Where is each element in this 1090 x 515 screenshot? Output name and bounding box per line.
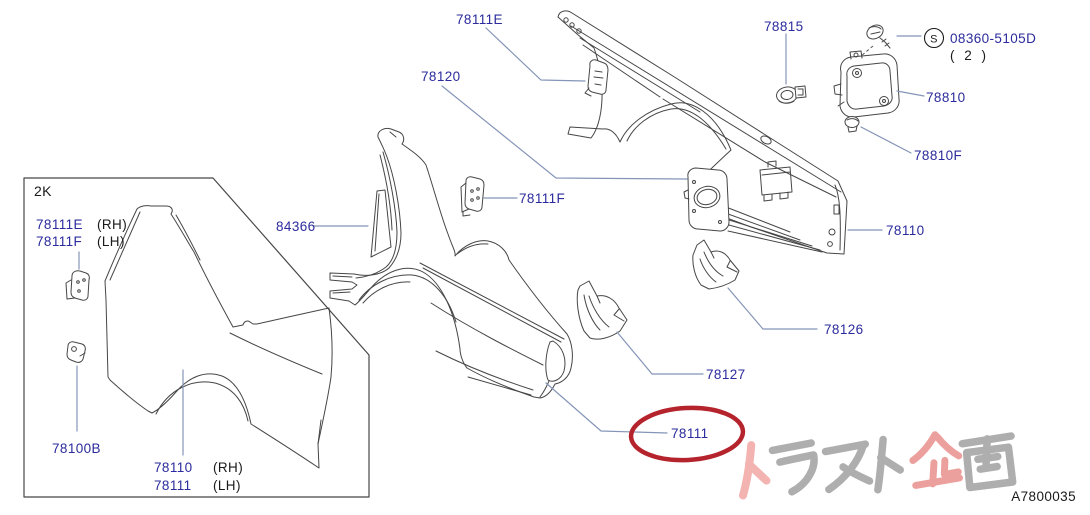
clamp-78815-drawing	[776, 85, 807, 104]
shop-watermark: トラスト企画	[738, 431, 1017, 500]
drawing-code: A7800035	[1011, 489, 1076, 504]
part-label-78120: 78120	[421, 69, 461, 84]
part-label-78810: 78810	[926, 90, 966, 105]
inset-tag-2k: 2K	[34, 183, 52, 199]
inset-fender-drawing	[104, 205, 333, 469]
part-label-78110: 78110	[886, 223, 925, 238]
inset-box-2k	[23, 177, 370, 498]
screw-spec-callout: S 08360-5105D ( 2 )	[923, 27, 1036, 63]
part-label-78111-highlighted: 78111	[671, 426, 709, 441]
part-label-84366: 84366	[276, 219, 316, 234]
watermark-char-to-2	[874, 435, 904, 494]
grommet-78810f-drawing	[844, 116, 860, 133]
watermark-char-ra	[768, 439, 818, 496]
screw-symbol: S	[930, 34, 938, 46]
sticker-78111e-drawing	[584, 59, 609, 97]
leader-lines	[76, 27, 925, 456]
part-label-78111e: 78111E	[456, 12, 503, 27]
corner-bracket-78126-drawing	[692, 239, 740, 290]
watermark-char-to-1	[738, 441, 771, 500]
reinforcement-84366-drawing	[370, 189, 392, 258]
watermark-char-kaku	[958, 432, 1017, 492]
inset-bracket-78111ef-drawing	[65, 270, 90, 301]
watermark-char-su	[821, 440, 874, 494]
highlight-ellipse-78111	[628, 405, 746, 463]
inset-label-78111: 78111	[154, 478, 192, 493]
inset-label-78100b: 78100B	[52, 441, 101, 456]
part-label-08360-5105d: 08360-5105D	[950, 31, 1036, 46]
inset-label-78110: 78110	[154, 460, 193, 475]
inset-side-rh-2: (RH)	[213, 460, 243, 475]
screw-drawing	[866, 24, 891, 49]
corner-bracket-78127-drawing	[576, 280, 628, 340]
inset-side-rh-1: (RH)	[97, 217, 127, 232]
inset-label-78111f: 78111F	[36, 234, 82, 249]
quarter-panel-lh-drawing	[329, 128, 573, 399]
inset-clip-78100b-drawing	[66, 341, 86, 363]
bracket-78111f-drawing	[460, 176, 485, 217]
quarter-panel-rh-drawing	[557, 10, 848, 255]
fuel-filler-recess-drawing	[683, 167, 730, 232]
inset-label-78111e: 78111E	[36, 217, 83, 232]
inset-side-lh-1: (LH)	[97, 234, 125, 249]
part-label-78810f: 78810F	[914, 148, 962, 163]
fuel-lid-78810-drawing	[833, 50, 900, 118]
watermark-char-ki	[909, 431, 964, 489]
part-label-78126: 78126	[824, 322, 864, 337]
inset-side-lh-2: (LH)	[213, 478, 241, 493]
part-label-78111f: 78111F	[519, 191, 565, 206]
screw-quantity: ( 2 )	[950, 48, 989, 63]
part-label-78127: 78127	[706, 367, 746, 382]
part-label-78815: 78815	[764, 19, 804, 34]
